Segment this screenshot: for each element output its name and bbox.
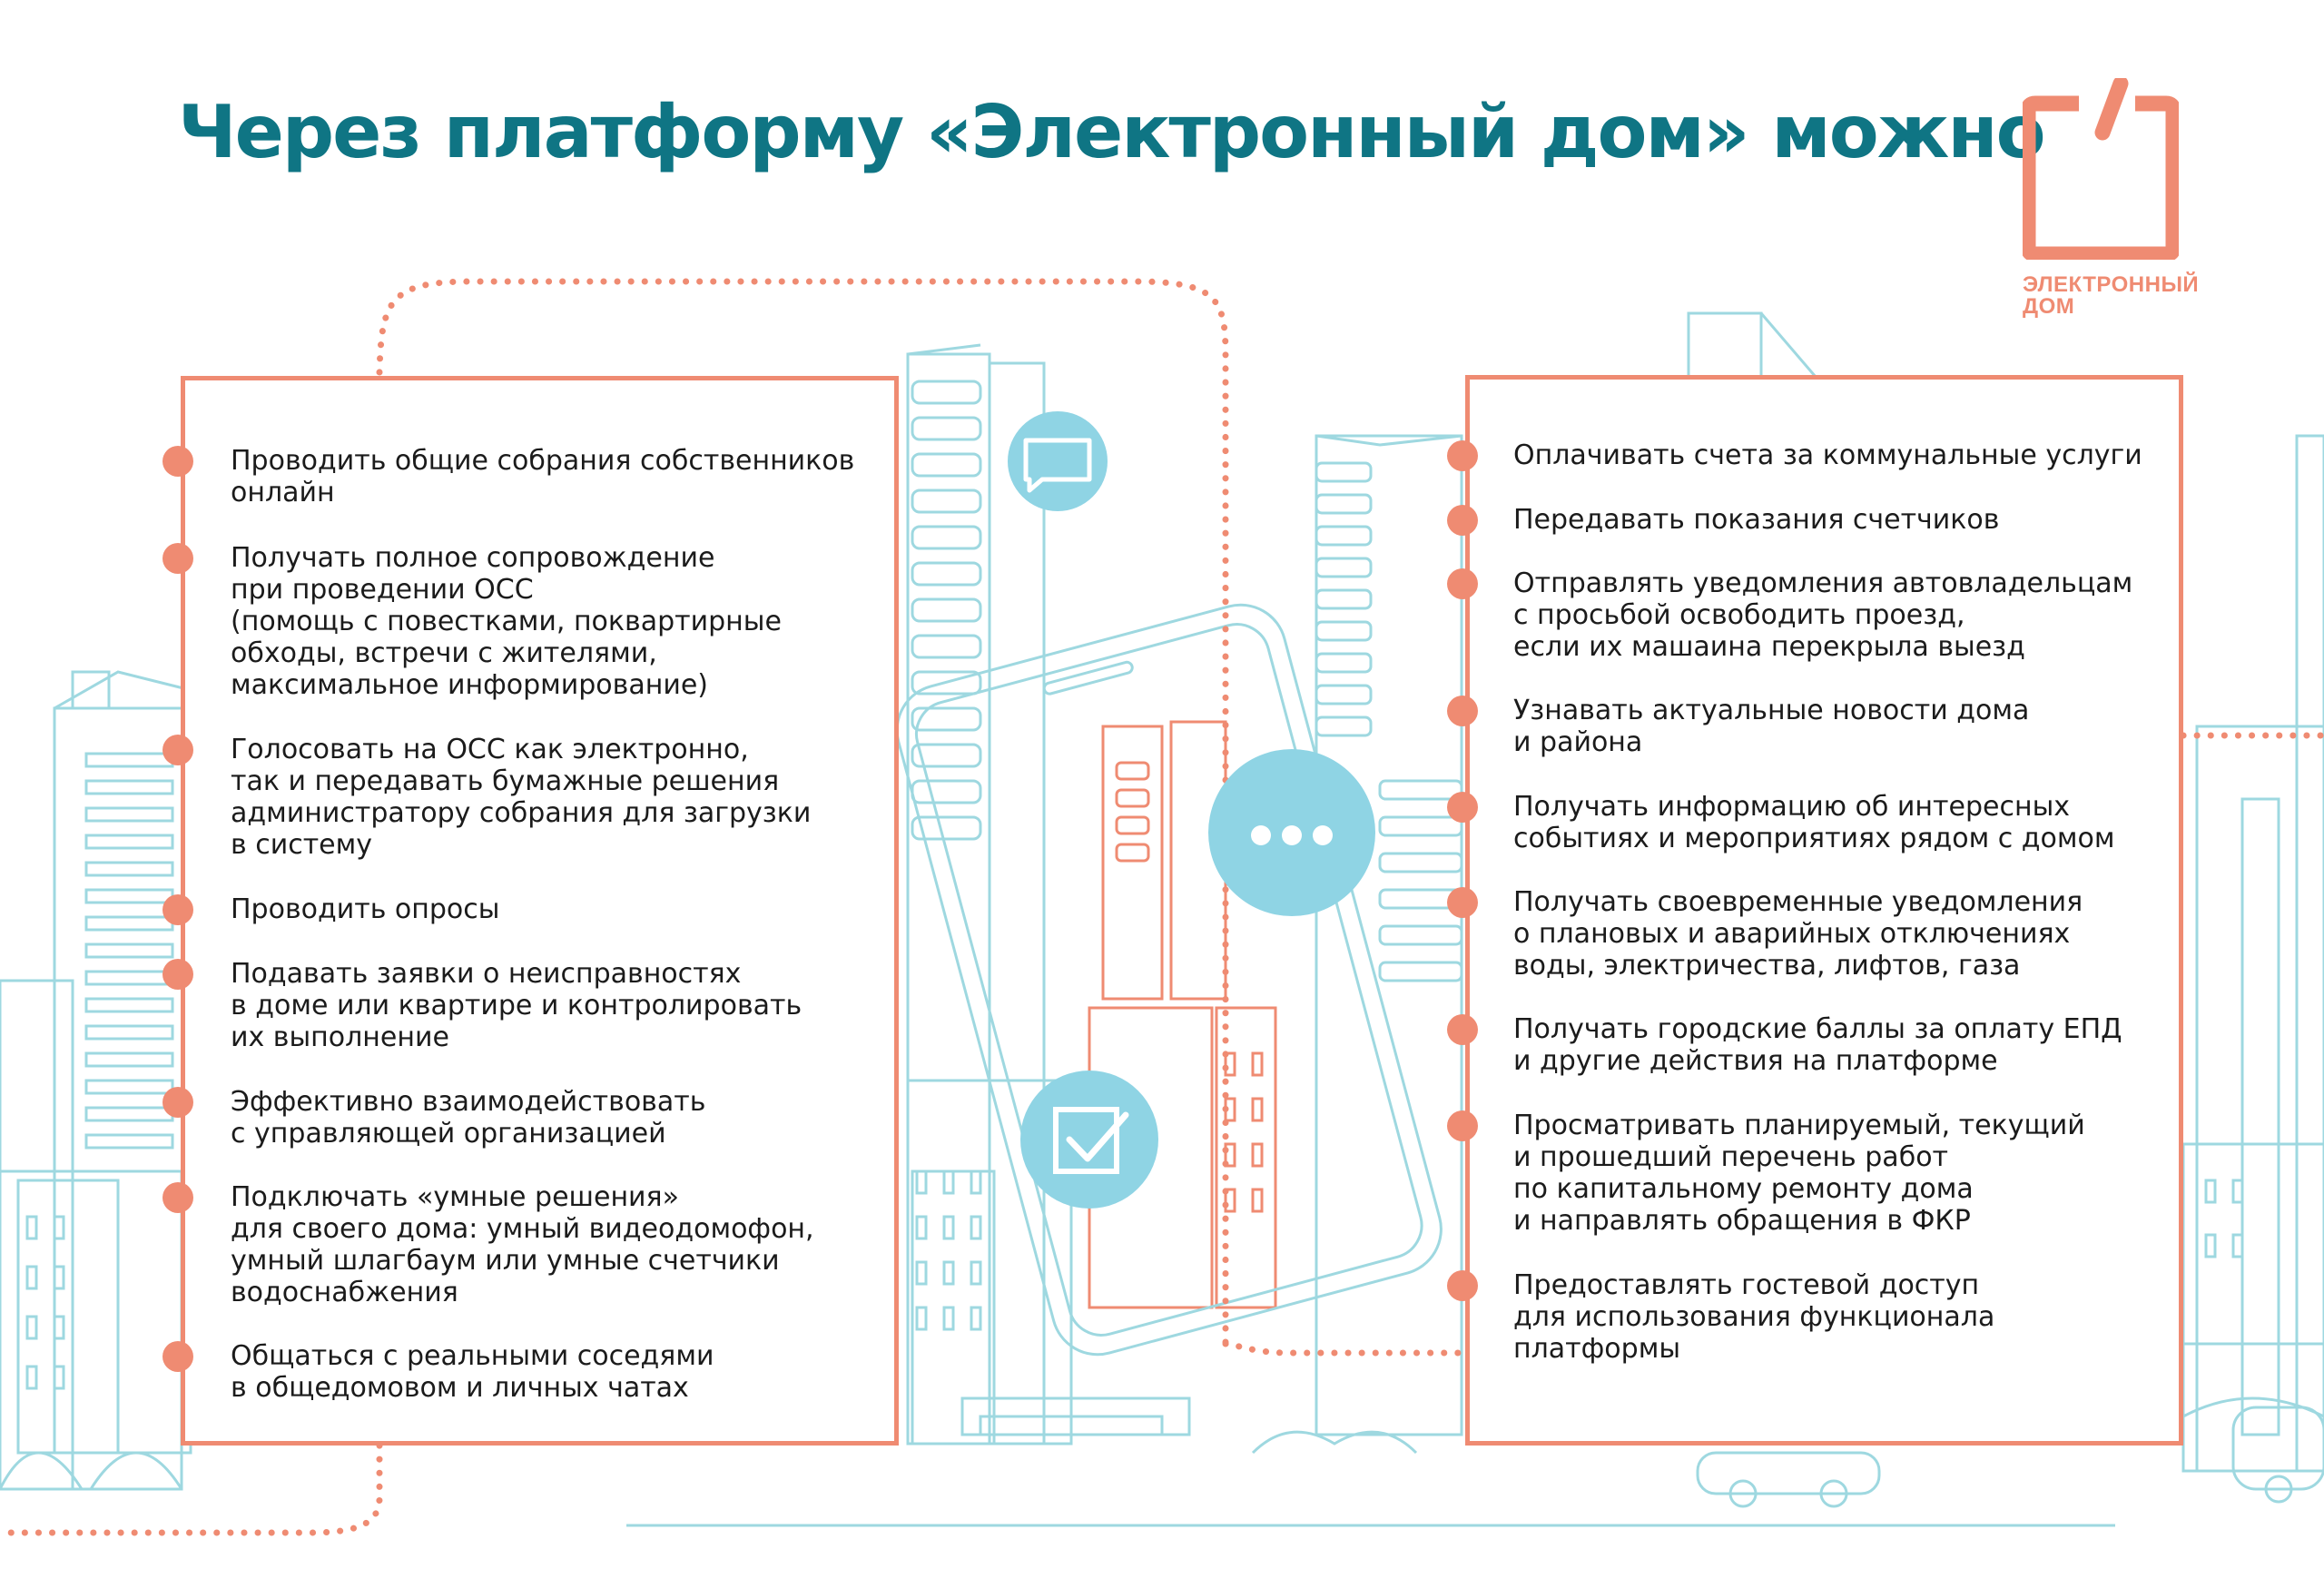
- bullet-icon: [1447, 505, 1478, 536]
- feature-text: Отправлять уведомления автовладельцам с …: [1513, 567, 2133, 663]
- feature-text: Получать информацию об интересных событи…: [1513, 791, 2115, 854]
- list-item: Подключать «умные решения» для своего до…: [162, 1181, 866, 1308]
- feature-text: Подавать заявки о неисправностях в доме …: [231, 958, 803, 1053]
- bullet-icon: [162, 735, 193, 765]
- list-item: Проводить общие собрания собственников о…: [162, 445, 866, 508]
- bullet-icon: [1447, 568, 1478, 599]
- feature-text: Получать полное сопровождение при провед…: [231, 542, 782, 701]
- bullet-icon: [1447, 1270, 1478, 1301]
- list-item: Проводить опросы: [162, 893, 866, 925]
- bullet-icon: [1447, 1110, 1478, 1141]
- feature-text: Оплачивать счета за коммунальные услуги: [1513, 439, 2142, 471]
- bullet-icon: [1447, 440, 1478, 471]
- features-card-right: Оплачивать счета за коммунальные услуги …: [1447, 375, 2183, 1446]
- feature-text: Просматривать планируемый, текущий и про…: [1513, 1110, 2085, 1237]
- list-item: Общаться с реальными соседями в общедомо…: [162, 1340, 866, 1404]
- bullet-icon: [1447, 792, 1478, 823]
- feature-text: Получать городские баллы за оплату ЕПД и…: [1513, 1013, 2122, 1077]
- bullet-icon: [162, 1341, 193, 1372]
- features-card-left: Проводить общие собрания собственников о…: [162, 376, 899, 1446]
- list-item: Голосовать на ОСС как электронно, так и …: [162, 734, 866, 861]
- feature-text: Предоставлять гостевой доступ для исполь…: [1513, 1269, 1995, 1365]
- bullet-icon: [162, 446, 193, 477]
- list-item: Предоставлять гостевой доступ для исполь…: [1447, 1269, 2149, 1365]
- feature-text: Передавать показания счетчиков: [1513, 504, 2000, 536]
- feature-text: Получать своевременные уведомления о пла…: [1513, 886, 2083, 982]
- feature-text: Проводить опросы: [231, 893, 500, 925]
- page-title: Через платформу «Электронный дом» можно: [178, 90, 2046, 174]
- list-item: Получать своевременные уведомления о пла…: [1447, 886, 2149, 982]
- bullet-icon: [1447, 887, 1478, 918]
- bullet-icon: [162, 959, 193, 990]
- list-item: Получать информацию об интересных событи…: [1447, 791, 2149, 854]
- feature-text: Проводить общие собрания собственников о…: [231, 445, 855, 508]
- list-item: Получать городские баллы за оплату ЕПД и…: [1447, 1013, 2149, 1077]
- list-item: Передавать показания счетчиков: [1447, 504, 2149, 536]
- list-item: Отправлять уведомления автовладельцам с …: [1447, 567, 2149, 663]
- feature-text: Узнавать актуальные новости дома и район…: [1513, 695, 2030, 758]
- feature-text: Подключать «умные решения» для своего до…: [231, 1181, 814, 1308]
- logo-text-line2: ДОМ: [2023, 294, 2075, 319]
- brand-logo: ЭЛЕКТРОННЫЙ ДОМ: [2023, 78, 2200, 319]
- bullet-icon: [162, 1182, 193, 1213]
- list-item: Узнавать актуальные новости дома и район…: [1447, 695, 2149, 758]
- list-item: Оплачивать счета за коммунальные услуги: [1447, 439, 2149, 471]
- list-item: Подавать заявки о неисправностях в доме …: [162, 958, 866, 1053]
- more-dots-icon: [1208, 749, 1375, 916]
- feature-text: Эффективно взаимодействовать с управляющ…: [231, 1086, 706, 1150]
- bullet-icon: [1447, 1014, 1478, 1045]
- bullet-icon: [162, 543, 193, 574]
- feature-text: Голосовать на ОСС как электронно, так и …: [231, 734, 812, 861]
- feature-text: Общаться с реальными соседями в общедомо…: [231, 1340, 714, 1404]
- bullet-icon: [162, 894, 193, 925]
- logo-mark-icon: [2023, 78, 2179, 260]
- bullet-icon: [1447, 696, 1478, 726]
- bullet-icon: [162, 1087, 193, 1118]
- logo-text-line1: ЭЛЕКТРОННЫЙ: [2023, 272, 2200, 297]
- list-item: Эффективно взаимодействовать с управляющ…: [162, 1086, 866, 1150]
- list-item: Получать полное сопровождение при провед…: [162, 542, 866, 701]
- checkbox-icon: [1020, 1071, 1158, 1209]
- speech-bubble-icon: [1008, 411, 1108, 511]
- list-item: Просматривать планируемый, текущий и про…: [1447, 1110, 2149, 1237]
